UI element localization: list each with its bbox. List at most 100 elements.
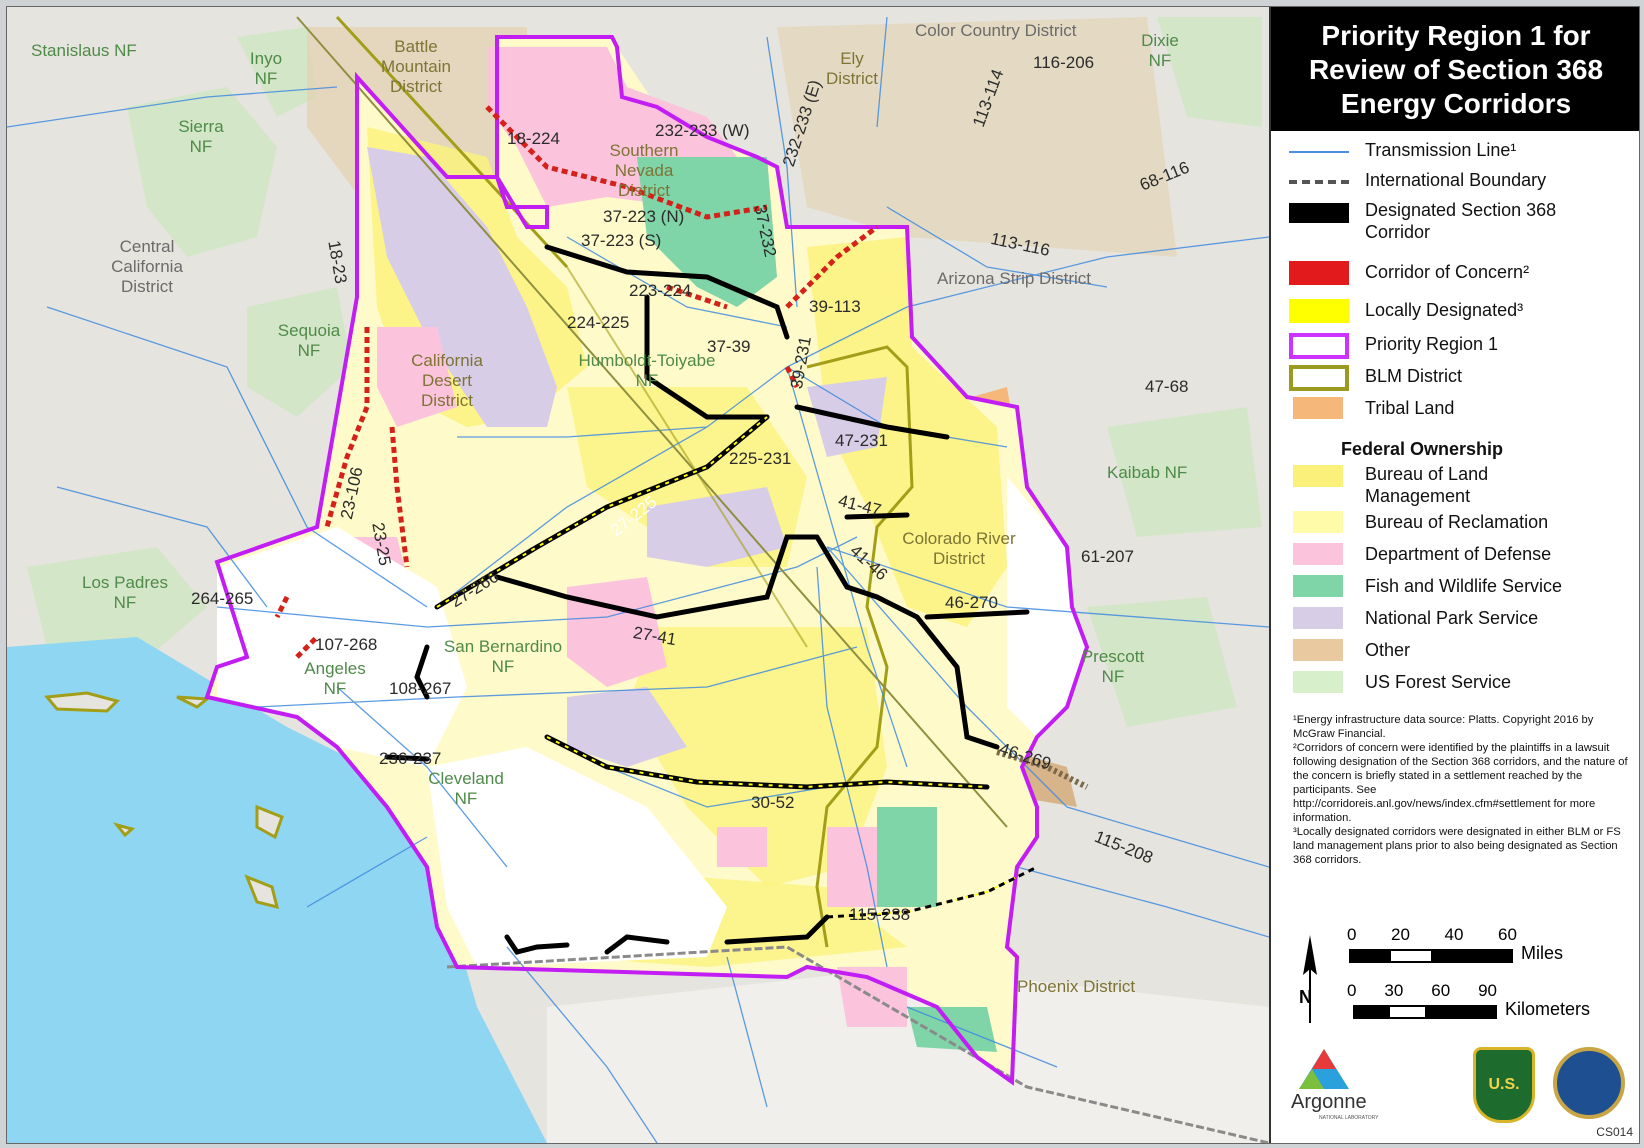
corridor-label-236-237: 236-237	[379, 749, 442, 768]
km-tick: 30	[1384, 981, 1404, 1000]
corridor-label-37-223s: 37-223 (S)	[581, 231, 662, 250]
miles-unit: Miles	[1521, 943, 1564, 963]
blm-tan-ne	[777, 17, 1177, 257]
legend-item-other: Other	[1289, 639, 1410, 665]
miles-tick: 60	[1498, 925, 1517, 944]
corridors-of-concern	[274, 105, 879, 659]
label-phoenix-district: Phoenix District	[1017, 977, 1136, 996]
label-colorado-river: Colorado River District	[902, 529, 1016, 568]
tribal-land-swatch	[1289, 397, 1349, 423]
corridor-label-37-223n: 37-223 (N)	[603, 207, 685, 226]
legend-item-tribal-land: Tribal Land	[1289, 397, 1454, 423]
international-boundary-swatch	[1289, 169, 1349, 195]
dod-swatch	[1289, 543, 1349, 569]
label-los-padres: Los Padres NF	[82, 573, 168, 612]
miles-ticks: 0 20 40 60	[1347, 925, 1517, 945]
channel-island-2	[176, 695, 211, 709]
corridor-115-238	[826, 865, 1038, 919]
corridor-label-39-113: 39-113	[809, 297, 861, 316]
fws-kofa	[877, 807, 937, 907]
label-angeles-nf: Angeles NF	[304, 659, 366, 698]
legend-label: US Forest Service	[1365, 672, 1512, 692]
miles-tick: 0	[1347, 925, 1357, 944]
north-label: N	[1299, 987, 1312, 1007]
fws-desert-nwr	[637, 157, 777, 307]
corridor-label-224-225: 224-225	[567, 313, 630, 332]
white-area-west	[217, 527, 467, 767]
legend-label: Bureau of Land Management	[1365, 464, 1489, 506]
blm-swatch	[1289, 463, 1349, 489]
note-1: ¹Energy infrastructure data source: Plat…	[1293, 714, 1594, 740]
legend-label: International Boundary	[1365, 170, 1547, 190]
map-id: CS014	[1596, 1125, 1633, 1139]
legend-label: Transmission Line¹	[1365, 140, 1517, 160]
legend-label: BLM District	[1365, 366, 1463, 386]
legend-label: Locally Designated³	[1365, 300, 1524, 320]
label-sequoia-nf: Sequoia NF	[277, 321, 341, 360]
label-sierra-nf: Sierra NF	[178, 117, 224, 156]
blm-district-boundary-1	[806, 345, 914, 948]
miles-tick: 20	[1391, 925, 1410, 944]
legend-item-priority-region: Priority Region 1	[1289, 333, 1498, 359]
legend-item-international-boundary: International Boundary	[1289, 169, 1546, 195]
label-san-bernardino: San Bernardino NF	[443, 637, 563, 676]
nps-joshua-tree	[647, 487, 787, 567]
km-unit: Kilometers	[1505, 999, 1591, 1019]
blm-zone-4	[627, 627, 887, 887]
channel-island-1	[44, 691, 120, 713]
label-dixie-nf: Dixie NF	[1141, 31, 1179, 70]
nps-swatch	[1289, 607, 1349, 633]
forest-area-sierra	[127, 87, 277, 257]
legend-label: Other	[1365, 640, 1411, 660]
priority-region-swatch	[1289, 333, 1349, 359]
forest-area-inyo	[237, 27, 317, 117]
label-southern-nevada: Southern Nevada District	[609, 141, 679, 200]
international-boundary	[446, 945, 1269, 1143]
legend-item-designated-corridor: Designated Section 368 Corridor	[1289, 199, 1585, 243]
dod-area-6	[827, 827, 887, 907]
map-canvas	[7, 7, 1269, 1143]
legend-item-fws: Fish and Wildlife Service	[1289, 575, 1562, 601]
blm-district-boundary-3	[566, 266, 808, 648]
locally-designated-swatch	[1289, 299, 1349, 325]
km-tick: 60	[1431, 981, 1451, 1000]
corridor-label-18-224: 18-224	[507, 129, 560, 148]
north-arrow-icon	[1303, 935, 1317, 1023]
scale-bar: N 0 20 40 60 Miles 0 30 60 90 Kilometers	[1289, 925, 1629, 1035]
channel-island-5	[112, 822, 136, 838]
white-area-south	[427, 747, 727, 967]
corridor-label-107-268: 107-268	[315, 635, 378, 654]
corridor-label-108-267: 108-267	[389, 679, 452, 698]
label-cleveland-nf: Cleveland NF	[428, 769, 504, 808]
corridor-label-61-207: 61-207	[1081, 547, 1134, 566]
legend-panel: Priority Region 1 for Review of Section …	[1269, 7, 1639, 1143]
designated-corridor-swatch	[1289, 199, 1349, 225]
argonne-logo-icon	[1299, 1049, 1349, 1089]
dod-area-5	[717, 827, 767, 867]
forest-area-prescott	[1087, 597, 1237, 727]
legend-item-corridor-of-concern: Corridor of Concern²	[1289, 261, 1529, 287]
legend-label: Bureau of Reclamation	[1365, 512, 1549, 532]
map-panel: Stanislaus NF Inyo NF Battle Mountain Di…	[7, 7, 1269, 1143]
other-swatch	[1289, 639, 1349, 665]
blm-district-swatch	[1289, 365, 1349, 391]
corridor-label-264-265: 264-265	[191, 589, 254, 608]
legend-label: Tribal Land	[1365, 398, 1455, 418]
legend-item-usfs: US Forest Service	[1289, 671, 1511, 697]
transmission-line-swatch	[1289, 139, 1349, 165]
white-area-east	[1007, 477, 1087, 737]
forest-area-sequoia	[247, 287, 352, 417]
dod-area-2	[377, 327, 457, 427]
label-central-california: Central California District	[111, 237, 183, 296]
usfs-badge-icon: U.S.	[1473, 1047, 1535, 1123]
corridor-label-47-68: 47-68	[1145, 377, 1189, 396]
label-arizona-strip: Arizona Strip District	[937, 269, 1091, 288]
corridor-label-46-270: 46-270	[945, 593, 998, 612]
corridor-label-225-231: 225-231	[729, 449, 792, 468]
argonne-logo-text: Argonne	[1291, 1091, 1367, 1113]
legend-label: Corridor of Concern²	[1365, 262, 1530, 282]
forest-area-dixie	[1157, 17, 1262, 127]
legend-item-blm: Bureau of Land Management	[1289, 463, 1565, 507]
km-tick: 0	[1347, 981, 1357, 1000]
legend-label: Fish and Wildlife Service	[1365, 576, 1563, 596]
